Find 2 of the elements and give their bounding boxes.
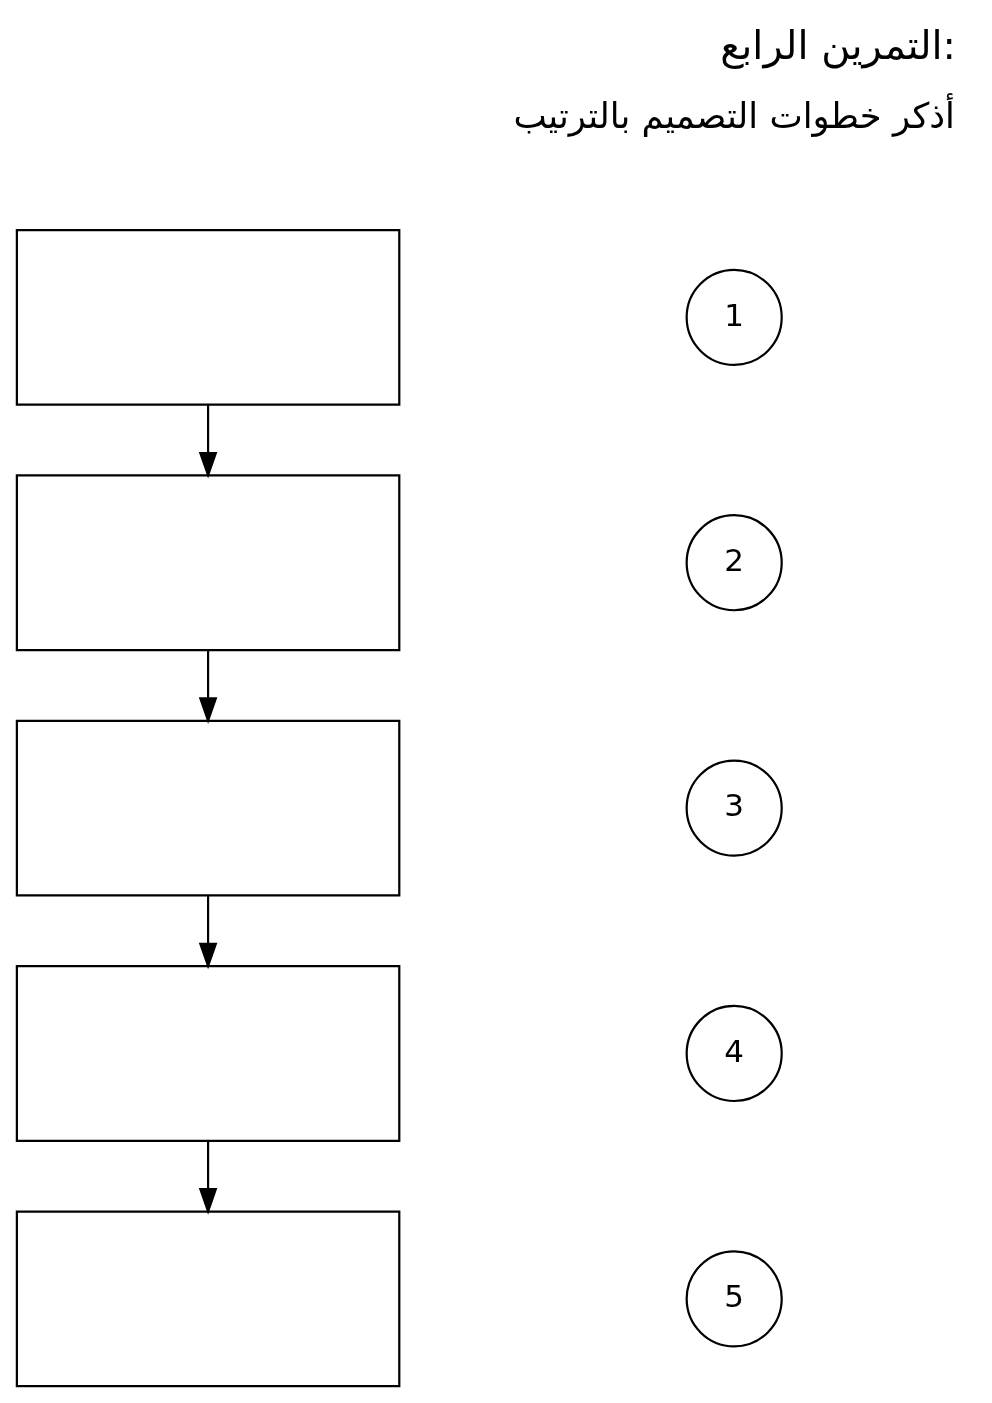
label: أذكر خطوات التصميم بالترتيب: [513, 94, 955, 136]
diagram-title: التمرين الرابع:: [720, 21, 957, 68]
